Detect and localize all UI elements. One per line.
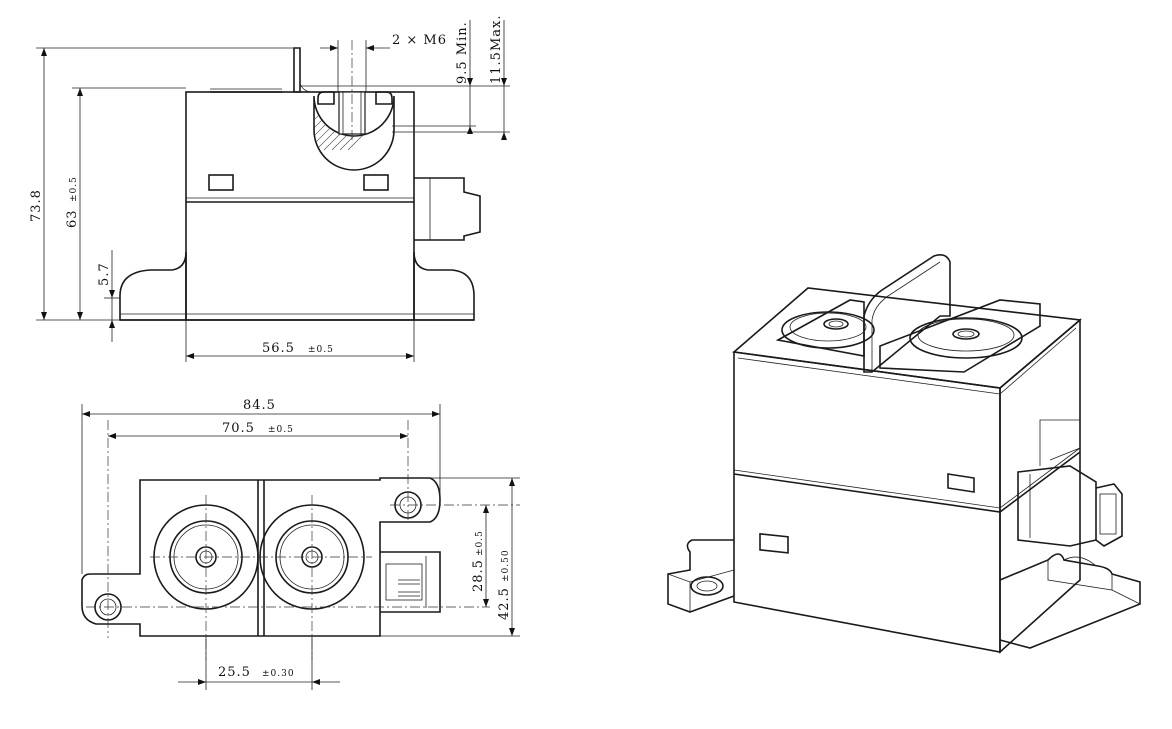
iso-base-flange-left — [667, 539, 735, 613]
iso-terminal-left — [775, 299, 875, 357]
iso-terminal-right — [879, 299, 1041, 373]
top-outline — [81, 477, 441, 637]
iso-right-face — [999, 318, 1081, 654]
front-thread-section — [313, 40, 395, 171]
dim-thread-label: 2 × M6 — [392, 33, 447, 48]
dim-56-5-tol: ±0.5 — [308, 345, 334, 355]
dim-25-5: 25.5 — [218, 665, 251, 680]
iso-side-connector — [1017, 419, 1123, 547]
dim-42-5: 42.5 — [497, 587, 512, 620]
dim-73-8: 73.8 — [29, 189, 44, 222]
iso-divider-fin — [863, 254, 951, 373]
top-view: 84.5 70.5 ±0.5 28.5 ±0.5 42.5 ±0.50 25.5… — [81, 398, 520, 690]
top-side-connector — [380, 551, 441, 613]
dim-84-5: 84.5 — [243, 398, 276, 413]
iso-top-face — [732, 287, 1082, 389]
dim-70-5: 70.5 — [222, 421, 255, 436]
iso-mount-hole — [690, 576, 724, 596]
dim-5-7: 5.7 — [97, 262, 112, 286]
dim-28-5: 28.5 — [471, 559, 486, 592]
iso-base-flange-right — [999, 553, 1141, 649]
front-top-tab — [293, 47, 301, 93]
front-view: 2 × M6 9.5 Min. 11.5Max. 73.8 63 ±0.5 5.… — [29, 15, 510, 362]
front-base-flange — [119, 251, 187, 321]
front-latch-window-left — [208, 174, 234, 191]
dim-28-5-tol: ±0.5 — [475, 530, 485, 556]
front-base-flange-right — [413, 251, 475, 321]
dim-70-5-tol: ±0.5 — [268, 425, 294, 435]
dim-25-5-tol: ±0.30 — [262, 669, 295, 679]
dim-11-5: 11.5Max. — [489, 15, 504, 84]
iso-latch-right — [947, 473, 975, 493]
dim-56-5: 56.5 — [262, 341, 295, 356]
dim-9-5: 9.5 Min. — [455, 21, 470, 84]
isometric-view — [667, 254, 1141, 654]
front-latch-window-right — [363, 174, 389, 191]
dim-42-5-tol: ±0.50 — [501, 549, 511, 582]
dim-63: 63 — [65, 209, 80, 228]
dim-63-tol: ±0.5 — [69, 176, 79, 202]
iso-latch-left — [759, 532, 789, 554]
front-side-connector — [414, 177, 481, 241]
